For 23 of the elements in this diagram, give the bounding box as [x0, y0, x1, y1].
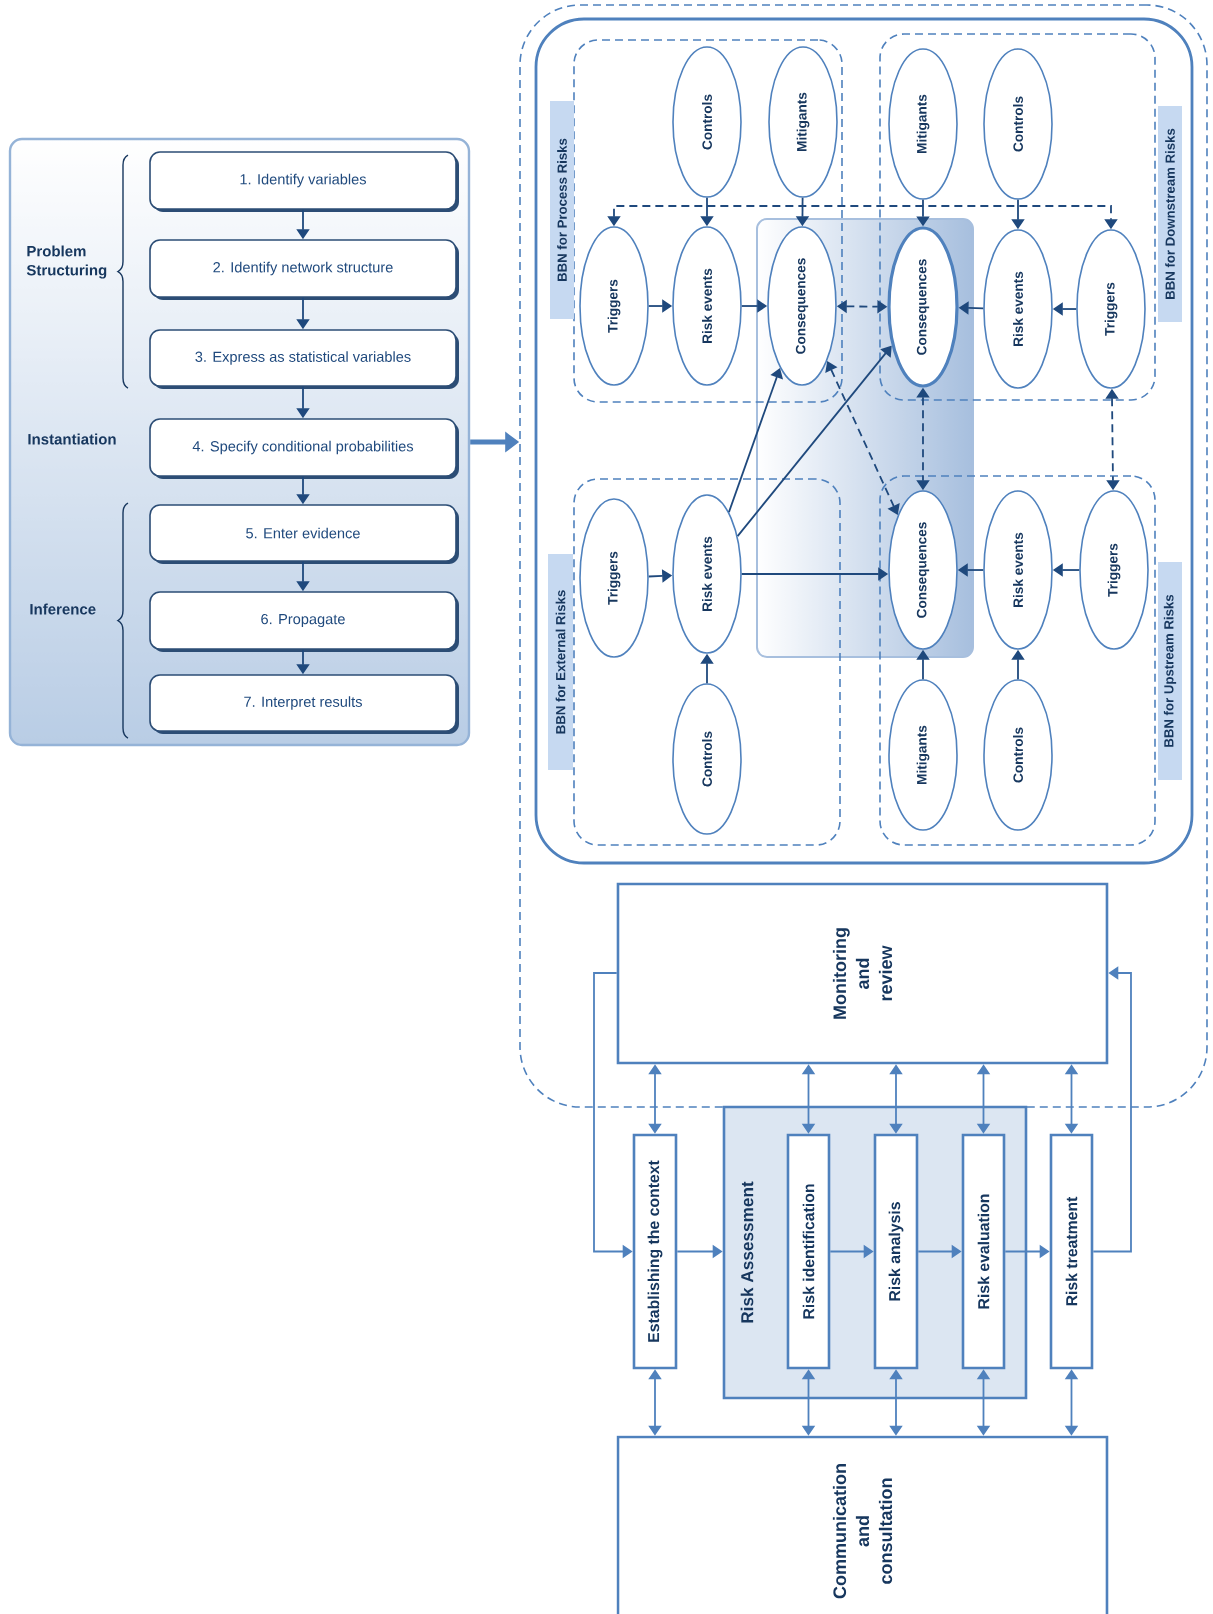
- step-box: 6. Propagate: [149, 591, 459, 652]
- step-box: 5. Enter evidence: [149, 504, 459, 564]
- process-box: Risk analysis: [873, 1133, 919, 1370]
- dashed-arrow: [825, 361, 900, 515]
- process-box: Risk evaluation: [961, 1133, 1006, 1370]
- process-box: Communication and consultation: [616, 1435, 1109, 1614]
- step-box: 2. Identify network structure: [149, 239, 459, 300]
- process-box: Risk identification: [786, 1133, 831, 1370]
- group-label: BBN for External Risks: [548, 554, 573, 770]
- phase-label: Inference: [30, 603, 96, 615]
- process-box: Risk treatment: [1049, 1133, 1094, 1370]
- phase-label: Instantiation: [28, 433, 116, 445]
- group-label: BBN for Downstream Risks: [1158, 106, 1182, 322]
- group-label: BBN for Process Risks: [550, 101, 574, 319]
- step-box: 3. Express as statistical variables: [149, 329, 459, 389]
- dashed-region: [519, 4, 1208, 1108]
- process-box: Monitoring and review: [616, 882, 1109, 1065]
- process-box: Establishing the context: [632, 1133, 678, 1370]
- step-box: 4. Specify conditional probabilities: [149, 418, 459, 479]
- step-box: 7. Interpret results: [149, 674, 459, 734]
- phase-label: Problem Structuring: [26, 245, 107, 279]
- step-box: 1. Identify variables: [149, 151, 459, 212]
- group-label: BBN for Upstream Risks: [1158, 562, 1182, 780]
